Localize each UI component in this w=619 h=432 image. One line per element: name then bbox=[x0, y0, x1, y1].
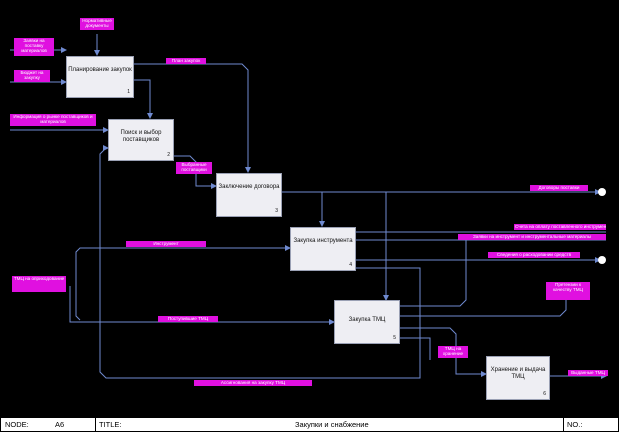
process-title: Закупка инструмента bbox=[293, 238, 353, 244]
process-number: 5 bbox=[393, 335, 396, 341]
arrow-label-suppliers: Выбранные поставщики bbox=[176, 162, 212, 174]
process-title: Поиск и выбор поставщиков bbox=[120, 130, 162, 143]
arrow-label-received: Поступившие ТМЦ bbox=[158, 316, 218, 322]
arrow-label-budget: Бюджет на закупку bbox=[14, 70, 50, 82]
process-title: Хранение и выдача ТМЦ bbox=[490, 367, 546, 380]
arrow-label-issued: Выданные ТМЦ bbox=[568, 370, 608, 376]
arrow-label-norms: Нормативные документы bbox=[80, 18, 114, 30]
arrow-4-down bbox=[99, 145, 421, 379]
arrow-tmc-input bbox=[69, 286, 335, 325]
arrow-tool-request bbox=[75, 245, 291, 321]
number-label: NO.: bbox=[567, 420, 583, 429]
arrow-label-tool-requests: Заявки на инструмент и инструментальные … bbox=[458, 234, 606, 240]
process-title: Планирование закупок bbox=[68, 67, 132, 73]
diagram-footer: NODE: A6 TITLE: Закупки и снабжение NO.: bbox=[0, 417, 619, 432]
arrow-5-to-6 bbox=[400, 327, 487, 377]
arrow-5-out1 bbox=[400, 240, 467, 307]
process-number: 2 bbox=[167, 152, 170, 158]
process-number: 3 bbox=[275, 208, 278, 214]
process-box-2[interactable]: Поиск и выбор поставщиков 2 bbox=[108, 119, 174, 161]
process-box-5[interactable]: Закупка ТМЦ 5 bbox=[334, 300, 400, 344]
arrow-label-storage: ТМЦ на хранение bbox=[438, 346, 468, 358]
title-value: Закупки и снабжение bbox=[295, 420, 369, 429]
arrow-label-claims: Претензии к качеству ТМЦ bbox=[546, 282, 590, 300]
process-title: Заключение договора bbox=[218, 184, 280, 190]
arrow-5-out3 bbox=[400, 337, 431, 360]
process-title: Закупка ТМЦ bbox=[348, 317, 386, 323]
title-label: TITLE: bbox=[99, 420, 122, 429]
arrow-plan-output bbox=[134, 63, 251, 173]
process-box-4[interactable]: Закупка инструмента 4 bbox=[290, 227, 356, 271]
process-number: 4 bbox=[349, 262, 352, 268]
arrow-label-invoices: Счета на оплату поставленного инструмент… bbox=[514, 224, 606, 230]
arrow-label-tool: Инструмент bbox=[126, 241, 206, 247]
arrows bbox=[10, 34, 607, 379]
process-box-1[interactable]: Планирование закупок 1 bbox=[66, 56, 134, 98]
arrow-label-spending: Сведения о расходовании средств bbox=[488, 252, 580, 258]
arrow-plan-to-2 bbox=[134, 79, 153, 119]
process-box-3[interactable]: Заключение договора 3 bbox=[216, 173, 282, 217]
arrow-label-tmc-in: ТМЦ на оприходование bbox=[12, 276, 66, 292]
arrow-label-allocations: Ассигнования на закупку ТМЦ bbox=[194, 380, 312, 386]
arrow-label-market: Информация о рынке поставщиков и материа… bbox=[10, 114, 96, 126]
node-label: NODE: bbox=[5, 420, 29, 429]
tunnel-endpoint-icon bbox=[598, 256, 606, 264]
node-value: A6 bbox=[55, 420, 65, 429]
process-number: 6 bbox=[543, 391, 546, 397]
process-number: 1 bbox=[127, 89, 130, 95]
process-box-6[interactable]: Хранение и выдача ТМЦ 6 bbox=[486, 356, 550, 400]
arrow-5-out2 bbox=[400, 298, 567, 317]
arrow-label-contracts: Договоры поставки bbox=[530, 185, 588, 191]
tunnel-endpoint-icon bbox=[598, 188, 606, 196]
arrow-label-requests: Заявки на поставку материалов bbox=[14, 38, 54, 56]
arrow-label-plan: План закупок bbox=[166, 58, 206, 64]
